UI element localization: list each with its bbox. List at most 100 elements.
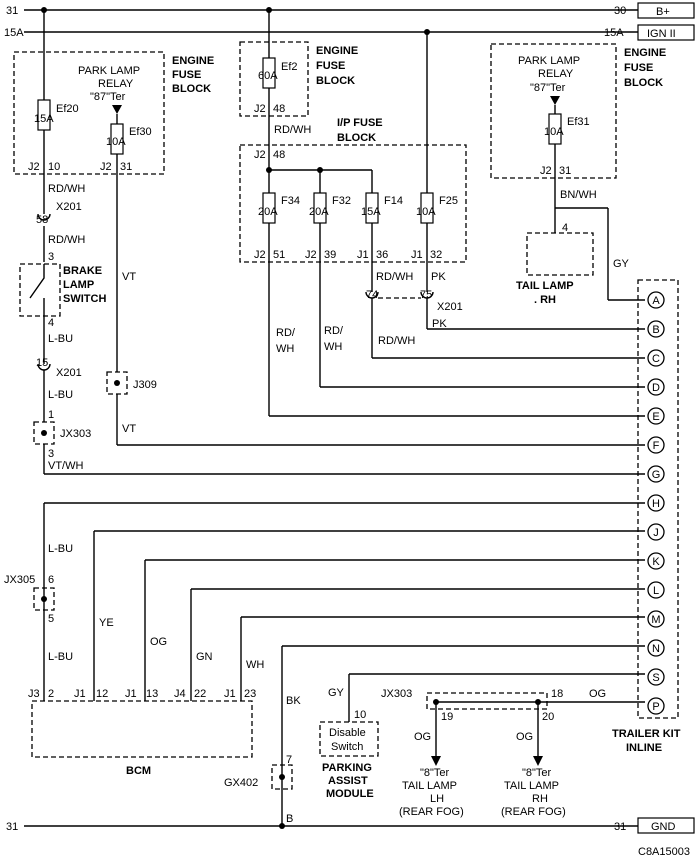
svg-text:RD/: RD/ [276,327,296,339]
svg-text:Ef30: Ef30 [129,126,152,138]
tail-lamp-rh-label: TAIL LAMP [516,280,574,292]
svg-text:15A: 15A [34,113,54,125]
rail-ign-right: 15A [604,27,624,39]
rail-bplus-left: 31 [6,5,18,17]
svg-text:RH: RH [532,793,548,805]
svg-text:1: 1 [48,409,54,421]
trailer-pin-h [647,494,665,512]
parking-assist-module: GY 10 Disable Switch PARKING ASSIST MODU… [319,673,645,800]
trailer-pin-g [647,465,665,483]
svg-text:TAIL LAMP: TAIL LAMP [402,780,457,792]
trailer-pin-label: F [653,440,660,452]
svg-text:BLOCK: BLOCK [316,75,355,87]
trailer-pin-e [647,407,665,425]
trailer-pin-n [647,639,665,657]
svg-text:J2: J2 [100,161,112,173]
svg-text:RD/: RD/ [324,325,344,337]
svg-text:6: 6 [48,574,54,586]
svg-text:J4: J4 [174,688,186,700]
relay-arrow-icon [112,105,122,114]
rail-ign-left: 15A [4,27,24,39]
svg-text:RD/WH: RD/WH [376,271,413,283]
svg-text:J1: J1 [224,688,236,700]
tail-lamp-rh [526,232,594,276]
svg-text:GN: GN [196,651,213,663]
svg-text:PK: PK [431,271,446,283]
trailer-pin-l [647,581,665,599]
svg-text:"87"Ter: "87"Ter [90,91,126,103]
lamp-arrow-icon [533,756,543,766]
svg-text:GX402: GX402 [224,777,258,789]
svg-text:10: 10 [48,161,60,173]
svg-text:J2: J2 [254,149,266,161]
trailer-pin-label: S [652,672,659,684]
svg-text:J2: J2 [540,165,552,177]
svg-text:VT: VT [122,271,136,283]
trailer-pin-label: M [651,614,660,626]
trailer-pin-label: E [652,411,659,423]
engine-fuse-block-mid: ENGINE FUSE BLOCK 60A Ef2 J2 48 RD/WH [239,10,358,170]
svg-text:J309: J309 [133,379,157,391]
tail-lamp-rh-fog-label: "8"Ter [522,767,552,779]
trailer-pin-b [647,320,665,338]
svg-text:MODULE: MODULE [326,788,374,800]
trailer-pin-s [647,668,665,686]
svg-text:L-BU: L-BU [48,651,73,663]
left-circuit: RD/WH X201 58 RD/WH 3 BRAKE LAMP SWITCH … [19,154,645,475]
rail-bplus-label: B+ [656,6,670,18]
svg-text:WH: WH [324,341,342,353]
svg-text:B: B [286,813,293,825]
trailer-pin-label: K [652,556,660,568]
park-lamp-relay-rh-label: PARK LAMP [518,55,580,67]
trailer-pin-label: C [652,353,660,365]
svg-text:WH: WH [276,343,294,355]
connector-jx303-fog [426,692,548,710]
rail-gnd-box [637,817,695,834]
svg-text:SWITCH: SWITCH [63,293,106,305]
trailer-pin-label: J [653,527,659,539]
svg-text:L-BU: L-BU [48,333,73,345]
svg-text:J2: J2 [28,161,40,173]
svg-text:RD/WH: RD/WH [378,335,415,347]
svg-text:32: 32 [430,249,442,261]
connector-gx402 [271,764,293,790]
trailer-pin-label: P [652,701,659,713]
power-rails: 31 30 B+ 15A 15A IGN II 31 31 GND [4,2,695,834]
svg-text:FUSE: FUSE [316,60,345,72]
svg-text:LAMP: LAMP [63,279,94,291]
tail-lamp-lh-label: "8"Ter [420,767,450,779]
trailer-pin-p [647,697,665,715]
svg-text:OG: OG [589,688,606,700]
svg-text:J1: J1 [357,249,369,261]
brake-lamp-switch [19,263,61,317]
svg-text:22: 22 [194,688,206,700]
diagram-code: C8A15003 [638,846,690,858]
svg-text:20A: 20A [309,206,329,218]
park-lamp-relay-label: PARK LAMP [78,65,140,77]
svg-text:ASSIST: ASSIST [328,775,368,787]
svg-text:12: 12 [96,688,108,700]
rear-fog-circuit: JX303 18 19 20 OG OG OG "8"Ter TAIL LAMP… [381,688,645,818]
svg-text:J2: J2 [305,249,317,261]
svg-text:48: 48 [273,103,285,115]
svg-text:31: 31 [559,165,571,177]
engine-fuse-mid-title: ENGINE [316,45,358,57]
svg-text:JX305: JX305 [4,574,35,586]
rail-bplus-right: 30 [614,5,626,17]
svg-text:L-BU: L-BU [48,543,73,555]
svg-text:GY: GY [328,687,345,699]
svg-text:Ef20: Ef20 [56,103,79,115]
engine-fuse-block-right: ENGINE FUSE BLOCK PARK LAMP RELAY "87"Te… [490,43,666,306]
svg-text:74: 74 [366,289,378,301]
svg-text:FUSE: FUSE [624,62,653,74]
svg-text:4: 4 [562,222,568,234]
rail-gnd-left: 31 [6,821,18,833]
trailer-kit-label: TRAILER KIT [612,728,681,740]
svg-text:20: 20 [542,711,554,723]
rail-bplus-box [637,2,695,19]
svg-text:WH: WH [246,659,264,671]
svg-text:31: 31 [120,161,132,173]
rail-ign-box [637,24,695,41]
